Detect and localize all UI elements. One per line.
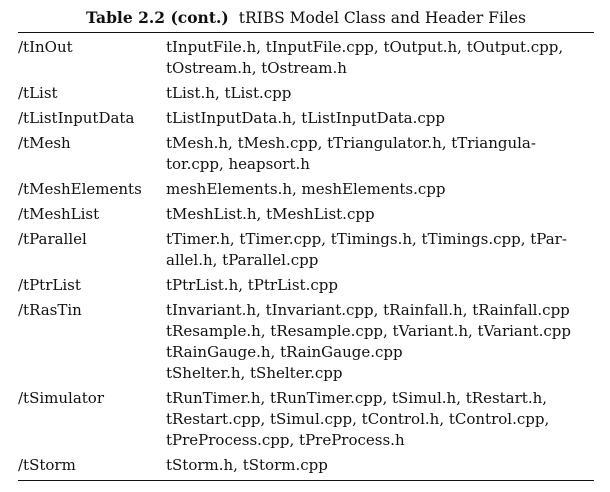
files-cell: meshElements.h, meshElements.cpp	[166, 180, 446, 198]
table-top-rule	[18, 32, 594, 33]
table-row: /tRasTin tInvariant.h, tInvariant.cpp, t…	[18, 300, 594, 384]
directory-cell: /tParallel	[18, 230, 87, 248]
table-row: /tMeshElements meshElements.h, meshEleme…	[18, 179, 594, 200]
files-cell: tMeshList.h, tMeshList.cpp	[166, 205, 375, 223]
directory-cell: /tPtrList	[18, 276, 81, 294]
table-row: /tPtrList tPtrList.h, tPtrList.cpp	[18, 275, 594, 296]
table-caption-title: tRIBS Model Class and Header Files	[238, 9, 526, 27]
files-cell: tInputFile.h, tInputFile.cpp, tOutput.h,…	[166, 38, 564, 77]
files-cell: tInvariant.h, tInvariant.cpp, tRainfall.…	[166, 301, 571, 382]
table-row: /tMeshList tMeshList.h, tMeshList.cpp	[18, 204, 594, 225]
directory-cell: /tMeshList	[18, 205, 100, 223]
files-cell: tRunTimer.h, tRunTimer.cpp, tSimul.h, tR…	[166, 389, 550, 449]
directory-cell: /tMesh	[18, 134, 71, 152]
files-cell: tPtrList.h, tPtrList.cpp	[166, 276, 338, 294]
directory-cell: /tMeshElements	[18, 180, 142, 198]
table-row: /tStorm tStorm.h, tStorm.cpp	[18, 455, 594, 476]
files-cell: tMesh.h, tMesh.cpp, tTriangulator.h, tTr…	[166, 134, 536, 173]
table-caption-label: Table 2.2 (cont.)	[86, 8, 229, 27]
files-cell: tList.h, tList.cpp	[166, 84, 292, 102]
table-row: /tList tList.h, tList.cpp	[18, 83, 594, 104]
table-row: /tSimulator tRunTimer.h, tRunTimer.cpp, …	[18, 388, 594, 451]
table-container: Table 2.2 (cont.) tRIBS Model Class and H…	[18, 8, 594, 481]
table-row: /tInOut tInputFile.h, tInputFile.cpp, tO…	[18, 37, 594, 79]
directory-cell: /tListInputData	[18, 109, 135, 127]
files-cell: tStorm.h, tStorm.cpp	[166, 456, 328, 474]
table-row: /tListInputData tListInputData.h, tListI…	[18, 108, 594, 129]
table-row: /tMesh tMesh.h, tMesh.cpp, tTriangulator…	[18, 133, 594, 175]
directory-cell: /tRasTin	[18, 301, 82, 319]
files-cell: tListInputData.h, tListInputData.cpp	[166, 109, 445, 127]
table-caption: Table 2.2 (cont.) tRIBS Model Class and H…	[18, 8, 594, 30]
directory-cell: /tStorm	[18, 456, 76, 474]
table-body: /tInOut tInputFile.h, tInputFile.cpp, tO…	[18, 33, 594, 480]
table-bottom-rule	[18, 480, 594, 481]
directory-cell: /tSimulator	[18, 389, 105, 407]
table-row: /tParallel tTimer.h, tTimer.cpp, tTiming…	[18, 229, 594, 271]
files-cell: tTimer.h, tTimer.cpp, tTimings.h, tTimin…	[166, 230, 567, 269]
directory-cell: /tList	[18, 84, 58, 102]
directory-cell: /tInOut	[18, 38, 73, 56]
